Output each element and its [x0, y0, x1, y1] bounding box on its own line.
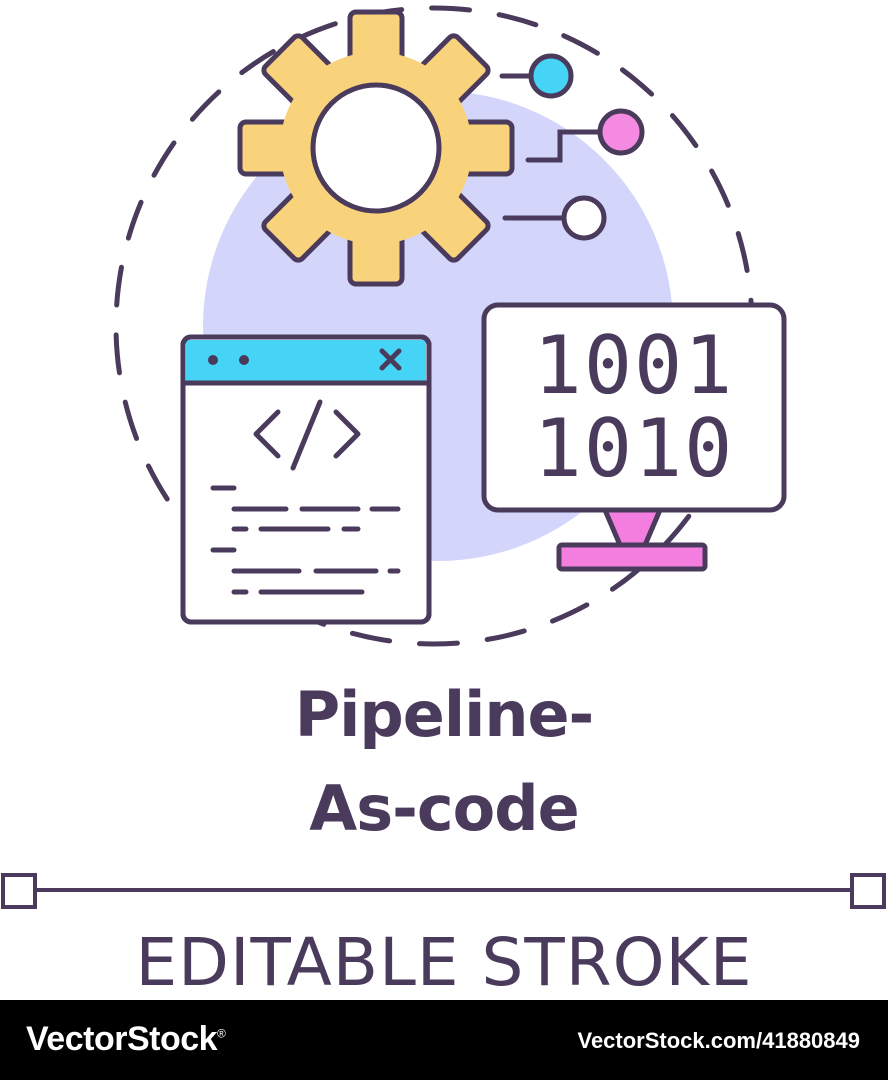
connector-dot-blue [528, 53, 574, 99]
footer-bar: VectorStock® VectorStock.com/41880849 [0, 1000, 888, 1080]
footer-brand-name: VectorStock [26, 1020, 218, 1058]
registered-mark: ® [217, 1026, 226, 1041]
code-brackets-icon [253, 399, 361, 471]
editable-stroke-divider [1, 873, 886, 909]
monitor-stand-base [556, 542, 708, 572]
connector-dots-icon [499, 73, 601, 221]
binary-row-2: 1010 [534, 402, 735, 495]
close-icon [379, 348, 402, 371]
footer-image-id: VectorStock.com/41880849 [577, 1028, 860, 1053]
monitor-screen [481, 302, 787, 513]
window-dot-1 [208, 355, 218, 365]
code-window-icon [180, 334, 432, 625]
title-line-2: As-code [309, 772, 579, 845]
gear-icon [237, 9, 515, 287]
divider-handle-right [850, 873, 886, 909]
code-lines [210, 485, 401, 595]
gear-hole [310, 82, 442, 214]
footer-brand: VectorStock® [26, 1020, 226, 1059]
connector-dot-pink [597, 108, 645, 156]
window-dot-2 [239, 355, 249, 365]
pipeline-as-code-illustration: 1001 1010 [1, 5, 886, 909]
editable-stroke-label: EDITABLE STROKE [135, 924, 753, 1001]
binary-row-1: 1001 [534, 319, 735, 412]
monitor-binary-icon: 1001 1010 [481, 302, 787, 572]
divider-handle-left [1, 873, 37, 909]
title-line-1: Pipeline- [294, 678, 595, 751]
connector-dot-white [561, 195, 607, 241]
